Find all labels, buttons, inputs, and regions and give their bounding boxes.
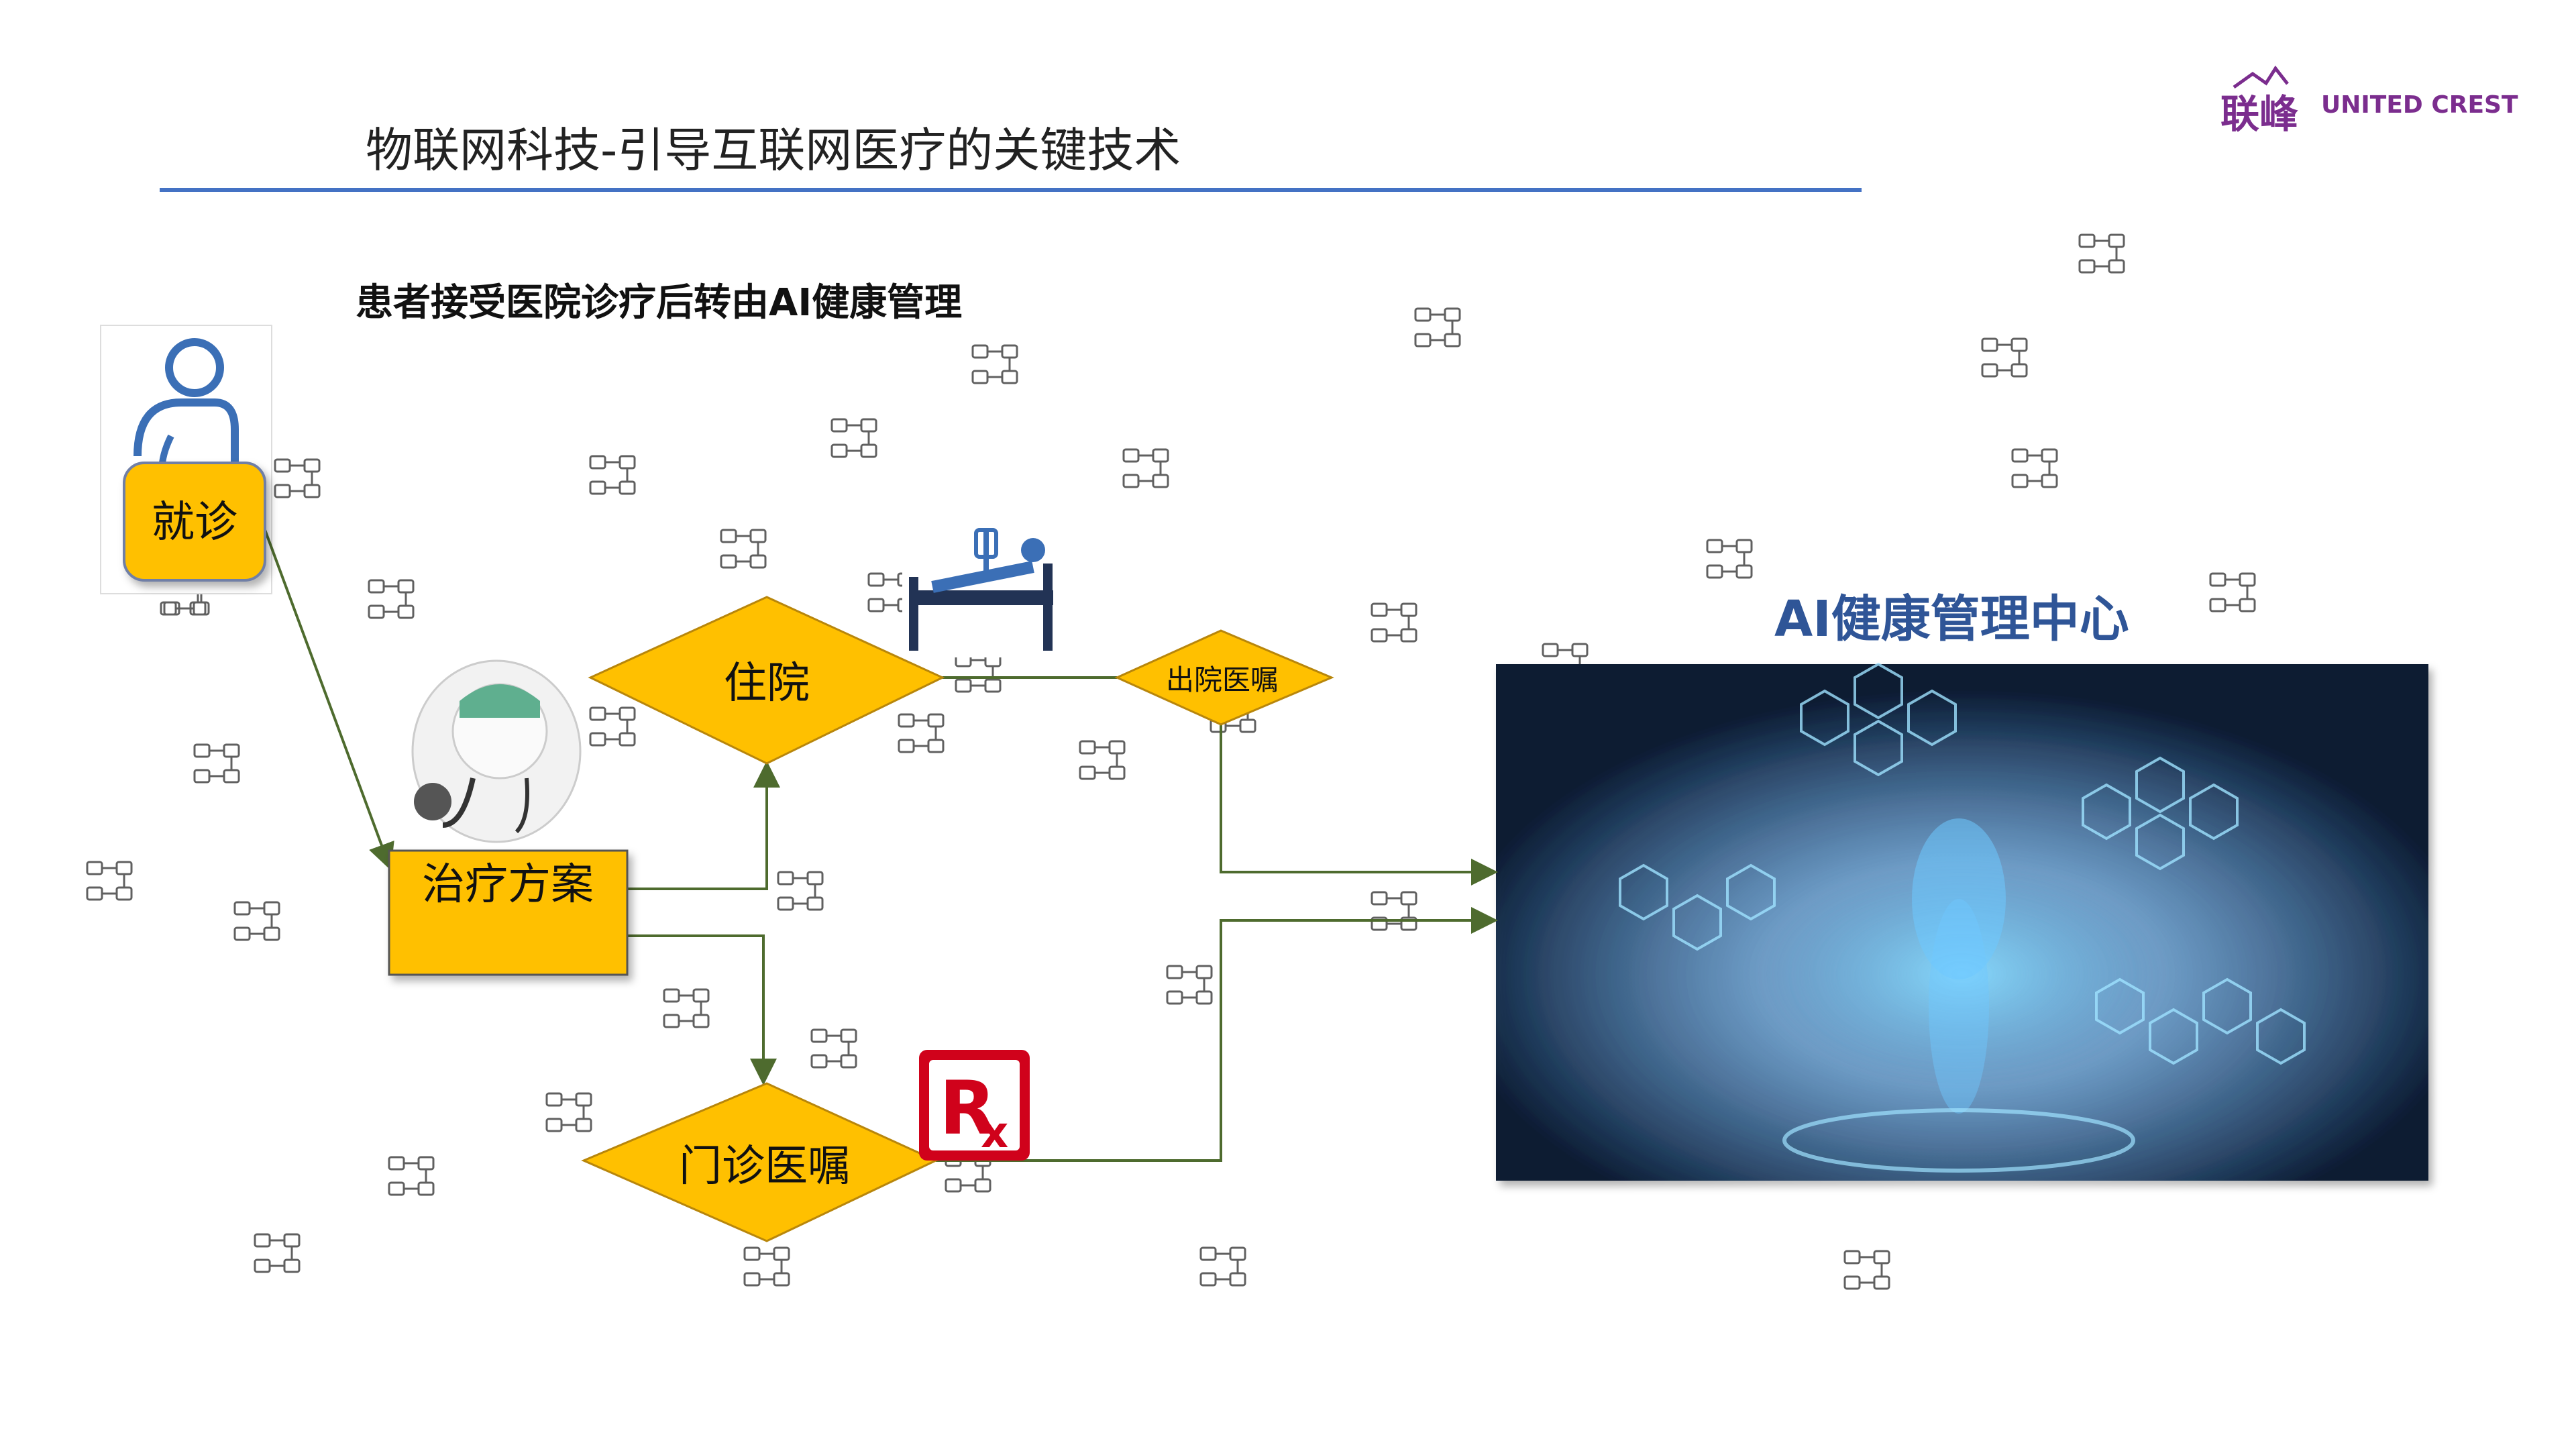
company-logo: 联峰 UNITED CREST [2220,65,2518,137]
hospital-bed-icon [902,506,1057,657]
node-outpatient: 门诊医嘱 [581,1082,938,1242]
prescription-rx-icon: R x [919,1050,1030,1161]
mountain-icon [2233,65,2289,89]
network-icon [368,579,415,619]
node-discharge: 出院医嘱 [1114,629,1334,726]
network-icon [2011,448,2058,488]
network-icon [743,1246,790,1287]
arrow-treatment-to-hospitalize [627,761,780,890]
slide-subtitle: 患者接受医院诊疗后转由AI健康管理 [356,281,962,325]
node-outpatient-label: 门诊医嘱 [679,1142,851,1191]
network-icon [388,1156,435,1196]
slide-title: 物联网科技-引导互联网医疗的关键技术 [366,123,1181,178]
network-icon [1371,602,1417,643]
node-treatment-label: 治疗方案 [422,860,594,910]
svg-text:x: x [981,1108,1008,1158]
network-icon [1199,1246,1246,1287]
node-discharge-label: 出院医嘱 [1166,663,1279,696]
network-icon [589,706,636,747]
flow-connectors [264,529,1498,1162]
network-icon [86,861,133,901]
logo-en: UNITED CREST [2321,91,2518,119]
network-icon [193,743,240,784]
network-icon [663,988,710,1028]
network-icon [1079,740,1126,780]
network-icon [2209,572,2256,612]
network-icon [955,653,1002,693]
network-icon [2078,233,2125,274]
svg-text:R: R [939,1065,996,1151]
network-icon [720,529,767,569]
ai-center-label: AI健康管理中心 [1774,590,2129,648]
network-icon [1414,307,1461,347]
arrow-discharge-to-ai [1220,724,1498,885]
network-icon [1166,965,1213,1005]
network-icon [589,455,636,495]
network-icon [233,901,280,941]
arrow-visit-to-treatment [264,529,394,871]
network-icon [1371,891,1417,931]
ai-health-image [1496,663,2428,1181]
network-icon [810,1028,857,1069]
network-icon [545,1092,592,1132]
logo-cn: 联峰 [2220,91,2298,137]
network-icon [971,344,1018,384]
node-visit: 就诊 [123,462,266,582]
network-icon [1981,337,2028,378]
network-icon [898,713,945,753]
network-icon [274,458,321,498]
doctor-icon [411,659,582,843]
network-icon [1122,448,1169,488]
network-icon [1706,539,1753,579]
network-icon [777,871,824,911]
network-icon [830,418,877,458]
node-visit-label: 就诊 [152,498,237,547]
node-hospitalize: 住院 [588,596,945,765]
node-treatment: 治疗方案 [388,849,629,976]
arrow-treatment-to-outpatient [627,934,777,1085]
network-icon [1843,1250,1890,1290]
arrow-outpatient-to-ai [936,907,1498,1162]
node-hospitalize-label: 住院 [724,659,810,708]
network-icon [254,1233,301,1273]
